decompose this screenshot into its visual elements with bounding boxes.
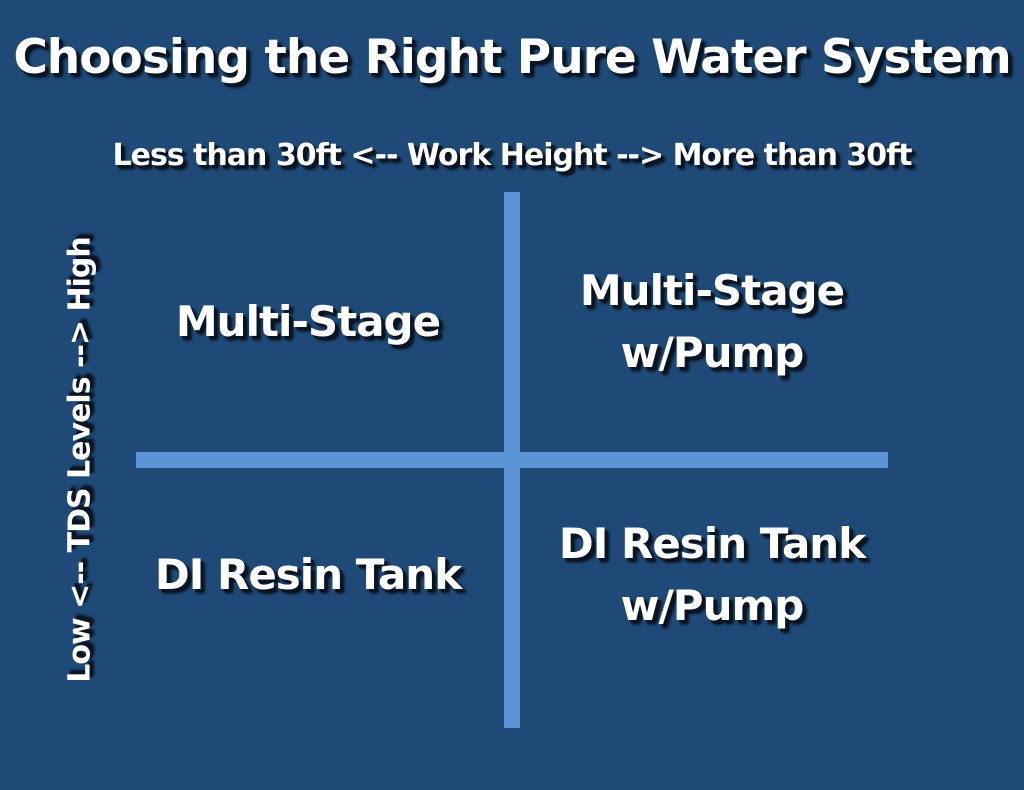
- tds-levels-axis-label: Low <-- TDS Levels --> High: [62, 237, 98, 683]
- work-height-axis-label: Less than 30ft <-- Work Height --> More …: [112, 138, 912, 173]
- quadrant-top-right: Multi-Stage w/Pump: [579, 260, 845, 384]
- quadrant-label: Multi-Stage: [175, 297, 441, 346]
- quadrant-label: Multi-Stage: [579, 266, 845, 315]
- quadrant-top-left: Multi-Stage: [175, 291, 441, 353]
- diagram-title: Choosing the Right Pure Water System: [13, 30, 1011, 85]
- quadrant-bottom-left: DI Resin Tank: [154, 544, 462, 606]
- quadrant-bottom-right: DI Resin Tank w/Pump: [558, 513, 866, 637]
- quadrant-label: w/Pump: [620, 328, 805, 377]
- quadrant-label: DI Resin Tank: [154, 550, 462, 599]
- quadrant-label: DI Resin Tank: [558, 519, 866, 568]
- quadrant-label: w/Pump: [620, 581, 805, 630]
- horizontal-divider: [136, 452, 888, 468]
